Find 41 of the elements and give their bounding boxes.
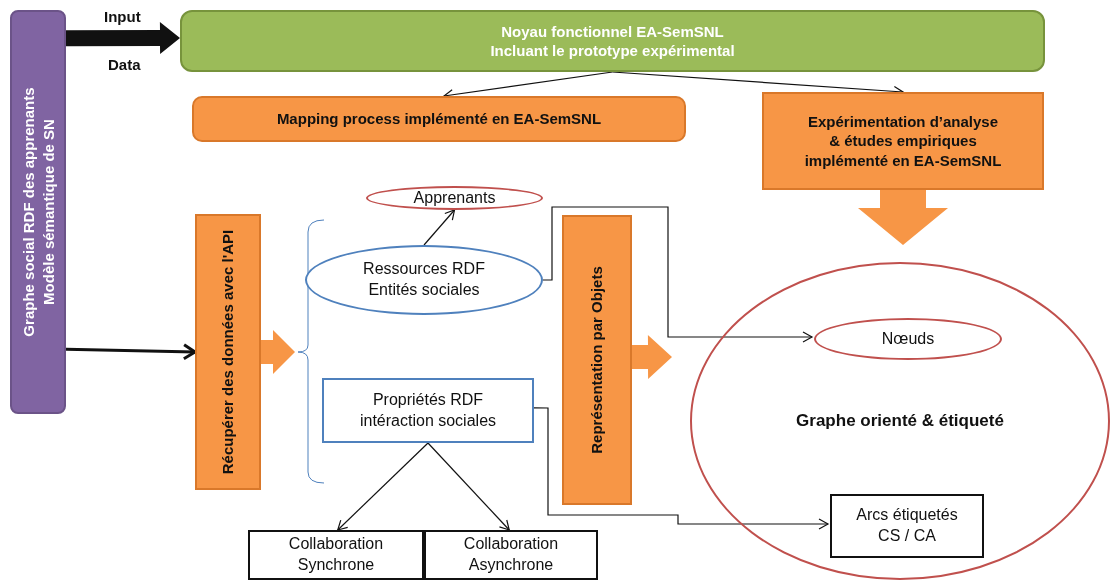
process-box <box>424 530 598 580</box>
ellipse-node <box>814 318 1002 360</box>
arrow <box>65 343 197 361</box>
arrow <box>337 442 429 531</box>
node-text: Propriétés RDF intéraction sociales <box>358 389 498 431</box>
node-text: Arcs étiquetés CS / CA <box>855 505 959 546</box>
process-box <box>195 214 261 490</box>
arrow <box>427 442 510 531</box>
arrow <box>542 206 813 343</box>
process-box <box>322 378 534 443</box>
block-arrow <box>66 22 180 54</box>
process-box <box>762 92 1044 190</box>
node-text: Apprenants <box>412 187 497 208</box>
block-arrow <box>858 190 948 245</box>
node-text: Nœuds <box>880 328 936 349</box>
process-box <box>192 96 686 142</box>
node-text: Expérimentation d’analyse & études empiriques implémenté en EA-SemSNL <box>803 111 1003 171</box>
block-arrow <box>261 330 295 374</box>
node-text: Noyau fonctionnel EA-SemSNL <box>500 21 725 41</box>
node-text: Collaboration Asynchrone <box>462 534 560 575</box>
text-label: Data <box>108 56 141 73</box>
process-box <box>562 215 632 505</box>
process-box <box>248 530 424 580</box>
node-text: Mapping process implémenté en EA-SemSNL <box>275 109 603 129</box>
text-label: Input <box>104 8 141 25</box>
process-box <box>830 494 984 558</box>
process-box <box>180 10 1045 72</box>
node-text: Incluant le prototype expérimental <box>489 41 736 61</box>
ellipse-node <box>366 186 543 210</box>
node-text: Graphe orienté & étiqueté <box>795 409 1005 432</box>
ellipse-node <box>690 262 1110 580</box>
node-text: Modèle sémantique de SN <box>38 118 58 307</box>
arrow <box>533 407 829 530</box>
process-box <box>10 10 66 414</box>
node-text: Récupérer des données avec l'API <box>218 228 238 477</box>
node-text: Ressources RDF Entités sociales <box>362 259 486 300</box>
node-text: Collaboration Synchrone <box>287 534 385 575</box>
node-text: Graphe social RDF des apprenants <box>18 86 38 339</box>
node-text: Représentation par Objets <box>587 265 607 456</box>
arrow <box>423 209 456 246</box>
block-arrow <box>632 335 672 380</box>
